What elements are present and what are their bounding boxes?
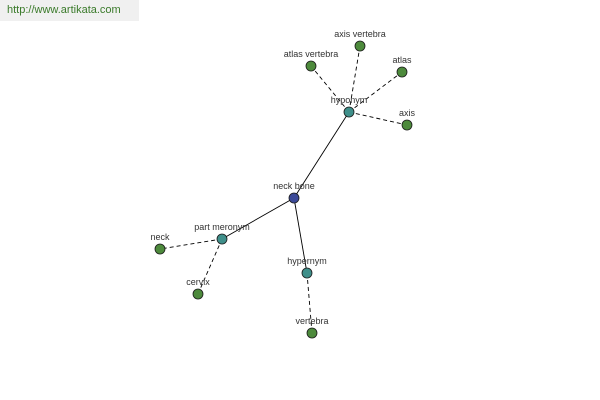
edge-part-meronym-neck [159, 238, 223, 250]
graph-edges [159, 45, 408, 334]
leaf-node-atlas[interactable]: atlas [392, 55, 412, 78]
relation-node-part-meronym-label: part meronym [194, 222, 250, 232]
relation-node-part-meronym[interactable]: part meronym [194, 222, 250, 245]
leaf-node-atlas-vertebra[interactable]: atlas vertebra [284, 49, 339, 72]
edge-hyponym-axis [348, 111, 408, 126]
leaf-node-neck-dot[interactable] [154, 243, 166, 255]
leaf-node-atlas-label: atlas [392, 55, 412, 65]
relation-node-hypernym[interactable]: hypernym [287, 256, 327, 279]
relation-node-hypernym-label: hypernym [287, 256, 327, 266]
edge-root-hyponym [293, 111, 350, 199]
graph-nodes: atlas vertebra axis vertebra atlas axis hypo… [150, 29, 416, 339]
relation-node-hyponym-dot[interactable] [343, 106, 355, 118]
leaf-node-axis-vertebra-dot[interactable] [354, 40, 366, 52]
relation-node-hyponym-label: hyponym [331, 95, 368, 105]
leaf-node-axis-vertebra-label: axis vertebra [334, 29, 386, 39]
leaf-node-atlas-vertebra-dot[interactable] [305, 60, 317, 72]
edge-root-hypernym [293, 197, 308, 274]
leaf-node-neck-label: neck [150, 232, 170, 242]
edge-hyponym-atlas [348, 71, 403, 113]
leaf-node-axis-dot[interactable] [401, 119, 413, 131]
leaf-node-axis-vertebra[interactable]: axis vertebra [334, 29, 386, 52]
leaf-node-axis-label: axis [399, 108, 416, 118]
root-node-neck-bone-label: neck bone [273, 181, 315, 191]
edge-hyponym-atlas-vertebra [310, 65, 350, 113]
root-node-neck-bone-dot[interactable] [288, 192, 300, 204]
root-node-neck-bone[interactable]: neck bone [273, 181, 315, 204]
leaf-node-axis[interactable]: axis [399, 108, 416, 131]
edge-root-part-meronym [221, 197, 295, 240]
leaf-node-vertebra[interactable]: vertebra [295, 316, 329, 339]
relation-node-hyponym[interactable]: hyponym [331, 95, 368, 118]
relation-node-part-meronym-dot[interactable] [216, 233, 228, 245]
edge-part-meronym-cervix [197, 238, 223, 295]
leaf-node-neck[interactable]: neck [150, 232, 170, 255]
leaf-node-cervix-label: cervix [186, 277, 210, 287]
leaf-node-atlas-vertebra-label: atlas vertebra [284, 49, 339, 59]
edge-hypernym-vertebra [306, 272, 313, 334]
relation-node-hypernym-dot[interactable] [301, 267, 313, 279]
leaf-node-cervix-dot[interactable] [192, 288, 204, 300]
leaf-node-atlas-dot[interactable] [396, 66, 408, 78]
leaf-node-cervix[interactable]: cervix [186, 277, 210, 300]
leaf-node-vertebra-label: vertebra [295, 316, 328, 326]
leaf-node-vertebra-dot[interactable] [306, 327, 318, 339]
credit-link[interactable]: http://www.artikata.com [0, 0, 139, 21]
